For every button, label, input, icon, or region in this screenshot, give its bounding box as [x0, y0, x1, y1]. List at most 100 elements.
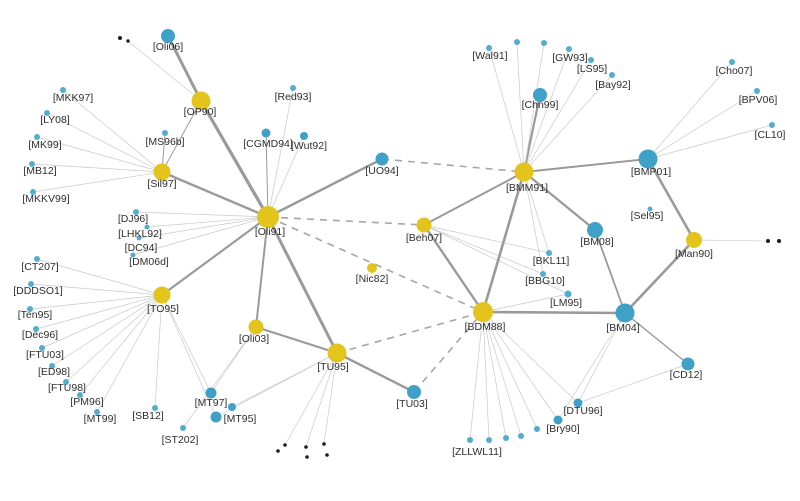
node-DDDSO1[interactable]	[28, 281, 34, 287]
edge-Beh07-BBG10	[423, 224, 544, 275]
edge-TU95-e9	[323, 352, 338, 445]
label-Oli91: [Oli91]	[255, 226, 285, 238]
node-CL10[interactable]	[769, 122, 775, 128]
label-MK99: [MK99]	[28, 139, 61, 151]
node-SB12[interactable]	[152, 405, 158, 411]
node-LM95[interactable]	[564, 290, 572, 298]
node-Sel95[interactable]	[647, 206, 653, 212]
edge-Beh07-BDM88	[423, 224, 484, 313]
node-bd5[interactable]	[534, 426, 540, 432]
node-BMM91[interactable]	[514, 162, 534, 182]
node-Man90[interactable]	[686, 232, 702, 248]
label-Beh07: [Beh07]	[406, 232, 442, 244]
ellipsis-dot-e10	[325, 453, 329, 457]
node-bd3[interactable]	[503, 435, 509, 441]
edge-CD12-DTU96	[577, 363, 689, 404]
node-MT95[interactable]	[210, 411, 222, 423]
node-BKL11[interactable]	[546, 250, 552, 256]
node-bd2[interactable]	[486, 437, 492, 443]
node-LS95[interactable]	[588, 57, 594, 63]
node-DJ96[interactable]	[133, 209, 139, 215]
label-ST202: [ST202]	[162, 434, 199, 446]
node-ED98[interactable]	[49, 363, 55, 369]
node-GW93[interactable]	[566, 46, 572, 52]
node-Oli91[interactable]	[257, 206, 279, 228]
ellipsis-dot-e5	[276, 449, 280, 453]
label-BMM91: [BMM91]	[506, 182, 548, 194]
node-bd4[interactable]	[518, 433, 524, 439]
label-GW93: [GW93]	[552, 52, 588, 64]
node-Oli03[interactable]	[248, 319, 264, 335]
node-Wut92[interactable]	[300, 132, 308, 140]
node-Chn99[interactable]	[533, 88, 547, 102]
node-Bry90[interactable]	[553, 415, 563, 425]
node-LHKL92[interactable]	[144, 224, 150, 230]
node-DTU96[interactable]	[573, 398, 583, 408]
node-BBG10[interactable]	[540, 271, 546, 277]
ellipsis-dot-e3	[766, 239, 770, 243]
node-MK99[interactable]	[34, 134, 40, 140]
edge-Beh07-LM95	[423, 224, 569, 295]
node-MT97[interactable]	[205, 387, 217, 399]
node-Ten95[interactable]	[27, 306, 33, 312]
node-Cho07[interactable]	[729, 59, 735, 65]
node-dotB[interactable]	[228, 403, 236, 411]
node-BPV06[interactable]	[754, 88, 760, 94]
label-TU03: [TU03]	[396, 398, 428, 410]
nodes-layer	[27, 29, 781, 459]
node-Beh07[interactable]	[416, 217, 432, 233]
node-MKKV99[interactable]	[30, 189, 36, 195]
label-Man90: [Man90]	[675, 248, 713, 260]
label-BM04: [BM04]	[606, 322, 639, 334]
edge-BMM91-BM08	[523, 171, 596, 231]
edge-TO95-FTU03	[41, 294, 163, 349]
node-ST202[interactable]	[180, 425, 186, 431]
node-FTU98[interactable]	[63, 379, 69, 385]
edge-BMM91-topdot2	[523, 42, 545, 173]
node-BDM88[interactable]	[473, 302, 493, 322]
edge-Oli91-DJ96	[135, 211, 269, 218]
node-MKK97[interactable]	[60, 87, 66, 93]
node-CT207[interactable]	[34, 256, 40, 262]
edge-BM04-DTU96	[577, 312, 626, 404]
node-Sil97[interactable]	[153, 163, 171, 181]
node-CGMD94[interactable]	[261, 128, 271, 138]
label-Bry90: [Bry90]	[546, 423, 579, 435]
label-MT97: [MT97]	[195, 397, 228, 409]
node-PM96[interactable]	[77, 392, 83, 398]
node-FTU03[interactable]	[39, 345, 45, 351]
edge-Oli91-TU95	[266, 216, 339, 354]
label-BKL11: [BKL11]	[533, 255, 570, 267]
edge-Oli91-DC94	[138, 216, 269, 239]
node-MB12[interactable]	[29, 161, 35, 167]
node-MT99[interactable]	[94, 409, 100, 415]
label-Chn99: [Chn99]	[522, 99, 559, 111]
node-topdot1[interactable]	[514, 39, 520, 45]
node-topdot2[interactable]	[541, 40, 547, 46]
edge-OP90-e2	[127, 40, 202, 102]
node-DC94[interactable]	[136, 235, 142, 241]
edge-TO95-Dec96	[35, 294, 163, 330]
node-BM04[interactable]	[615, 303, 635, 323]
node-BMP01[interactable]	[638, 149, 658, 169]
node-bd1[interactable]	[467, 437, 473, 443]
label-LHKL92: [LHKL92]	[118, 228, 162, 240]
node-MS96b[interactable]	[162, 130, 168, 136]
node-Red93[interactable]	[290, 85, 296, 91]
edge-BMM91-Chn99	[522, 94, 542, 173]
node-DM06d[interactable]	[130, 252, 136, 258]
node-UO94[interactable]	[375, 152, 389, 166]
node-CD12[interactable]	[681, 357, 695, 371]
node-TO95[interactable]	[153, 286, 171, 304]
node-TU95[interactable]	[327, 343, 347, 363]
node-LY08[interactable]	[44, 110, 50, 116]
node-TU03[interactable]	[407, 385, 421, 399]
node-Bay92[interactable]	[609, 72, 615, 78]
node-Dec96[interactable]	[33, 326, 39, 332]
node-OP90[interactable]	[191, 91, 211, 111]
node-Oli06[interactable]	[161, 29, 175, 43]
node-BM08[interactable]	[587, 222, 603, 238]
node-Wal91[interactable]	[486, 45, 492, 51]
node-Nic82[interactable]	[367, 263, 377, 273]
